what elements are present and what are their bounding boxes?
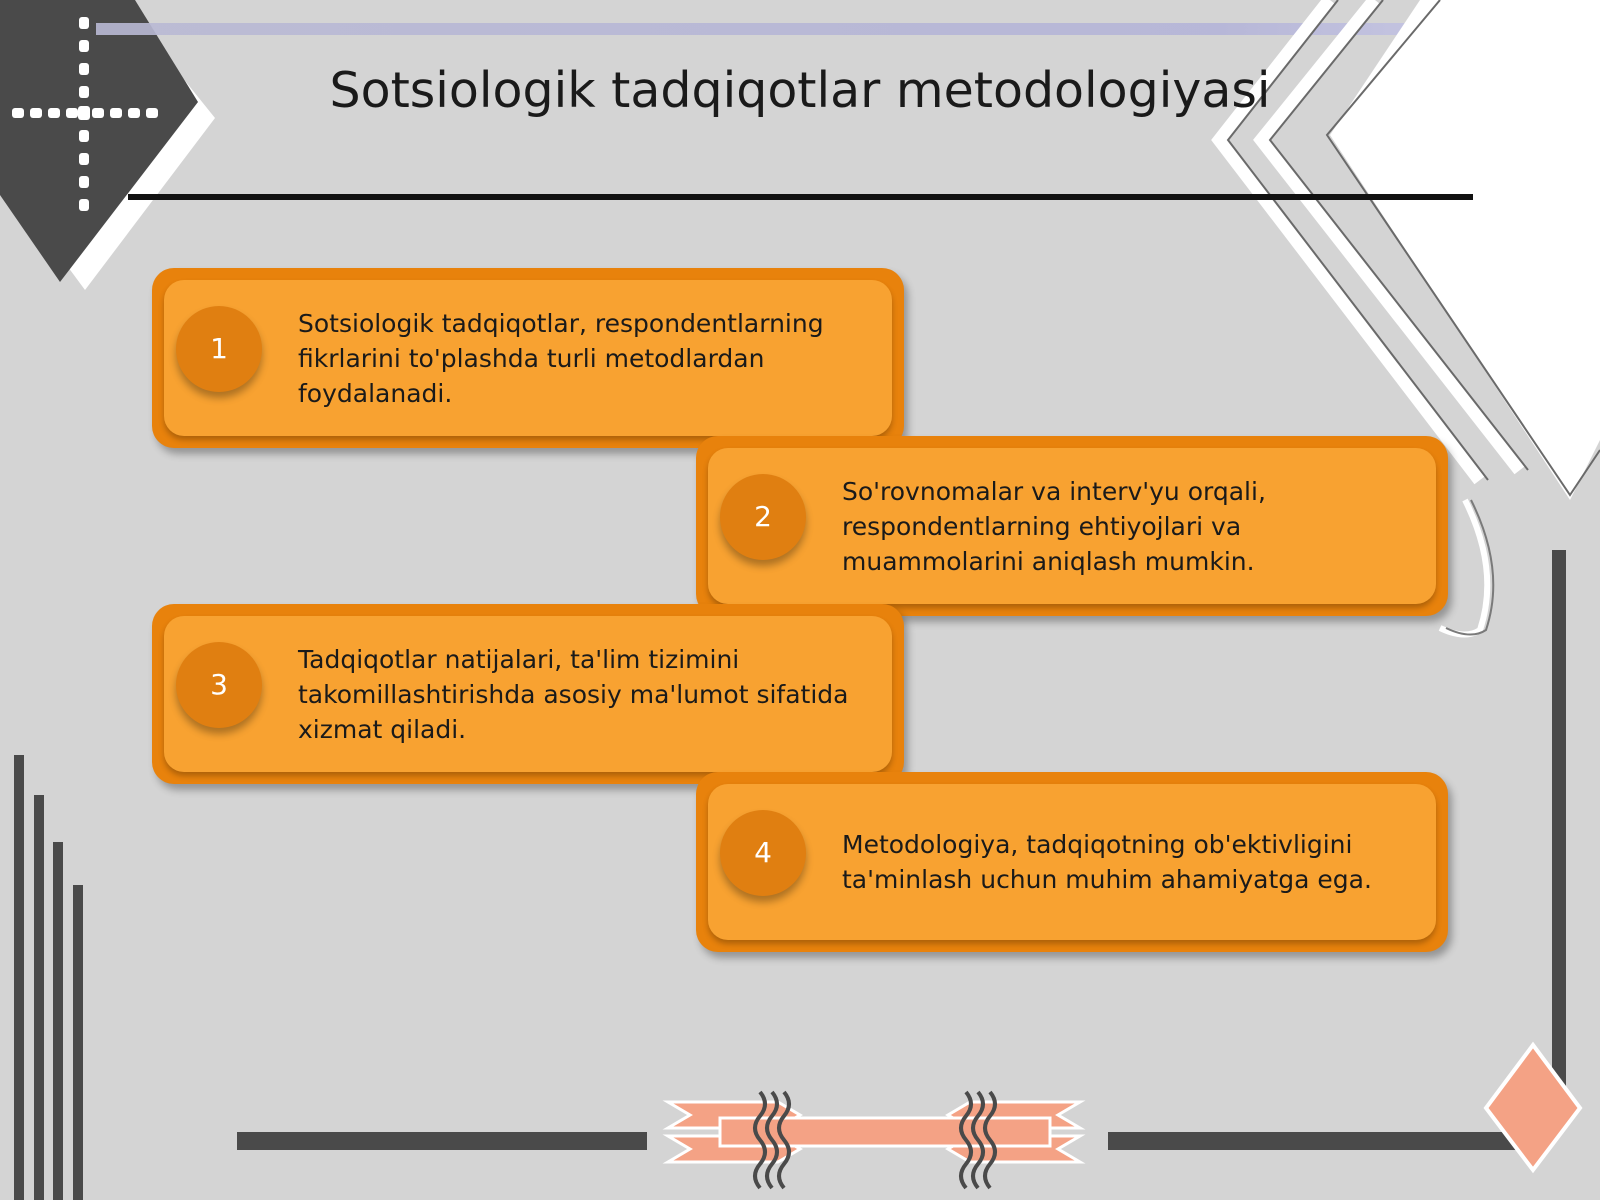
card-1-number-badge: 1 [176,306,262,392]
left-bar-3 [53,842,63,1200]
bottom-ribbon [662,1100,1086,1164]
right-vertical-bar [1552,550,1566,1090]
bottom-bar-left [237,1132,647,1150]
card-1: 1 Sotsiologik tadqiqotlar, respondentlar… [152,268,904,448]
top-accent-line [96,23,1506,35]
card-2-text-content: So'rovnomalar va interv'yu orqali, respo… [842,476,1266,576]
card-4-text: Metodologiya, tadqiqotning ob'ektivligin… [842,784,1396,940]
title-underline [128,194,1473,200]
card-3: 3 Tadqiqotlar natijalari, ta'lim tizimin… [152,604,904,784]
card-2-number-badge: 2 [720,474,806,560]
card-3-text: Tadqiqotlar natijalari, ta'lim tizimini … [298,616,852,772]
left-bar-4 [73,885,83,1200]
card-1-text-content: Sotsiologik tadqiqotlar, respondentlarni… [298,308,824,408]
card-4-text-content: Metodologiya, tadqiqotning ob'ektivligin… [842,830,1372,894]
card-1-inner: 1 Sotsiologik tadqiqotlar, respondentlar… [164,280,892,436]
right-chevron-1 [1211,0,1486,485]
slide-title: Sotsiologik tadqiqotlar metodologiyasi [329,62,1271,119]
bottom-right-diamond [1483,1041,1583,1174]
left-bar-1 [14,755,24,1200]
bottom-squiggles [753,1090,997,1190]
card-4-inner: 4 Metodologiya, tadqiqotning ob'ektivlig… [708,784,1436,940]
top-left-dark-block [0,0,198,282]
card-2-inner: 2 So'rovnomalar va interv'yu orqali, res… [708,448,1436,604]
card-3-number-badge: 3 [176,642,262,728]
bottom-bar-right [1108,1132,1518,1150]
card-3-text-content: Tadqiqotlar natijalari, ta'lim tizimini … [298,644,849,744]
right-chevron-2 [1253,0,1526,475]
card-3-inner: 3 Tadqiqotlar natijalari, ta'lim tizimin… [164,616,892,772]
card-2: 2 So'rovnomalar va interv'yu orqali, res… [696,436,1448,616]
card-4-number-badge: 4 [720,810,806,896]
right-chevron-3 [1325,0,1600,497]
dotted-cross-icon [12,17,158,211]
card-2-text: So'rovnomalar va interv'yu orqali, respo… [842,448,1396,604]
card-1-text: Sotsiologik tadqiqotlar, respondentlarni… [298,280,852,436]
card-4: 4 Metodologiya, tadqiqotning ob'ektivlig… [696,772,1448,952]
left-bar-2 [34,795,44,1200]
right-white-panel [1330,0,1600,500]
